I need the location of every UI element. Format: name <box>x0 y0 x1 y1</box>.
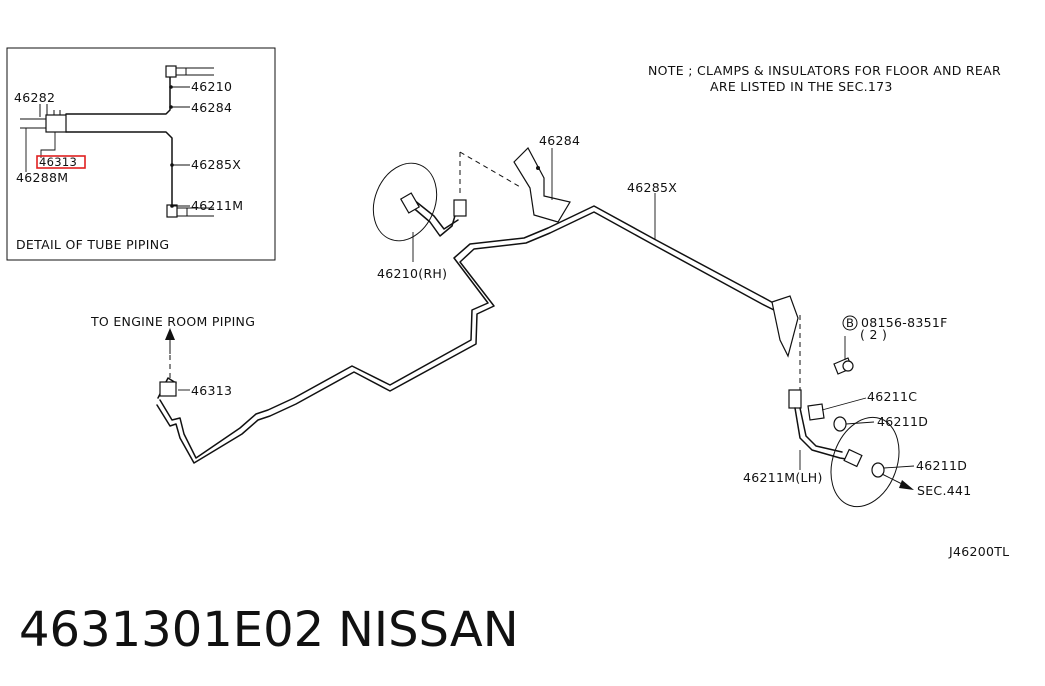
lh-wheel-outline <box>830 416 900 508</box>
detail-label-46211m: 46211M <box>191 198 243 213</box>
label-46285x: 46285X <box>627 180 677 195</box>
detail-label-46210: 46210 <box>191 79 232 94</box>
label-46284: 46284 <box>539 133 580 148</box>
arrow-right-icon <box>899 480 914 490</box>
junction-46313-block <box>159 381 177 397</box>
label-08156-8351f: 08156-8351F <box>861 315 948 330</box>
label-46211c: 46211C <box>867 389 917 404</box>
detail-box-frame <box>6 47 276 261</box>
diagram-code: J46200TL <box>948 544 1009 559</box>
note-line-1: NOTE ; CLAMPS & INSULATORS FOR FLOOR AND… <box>648 63 1001 78</box>
highlight-box-46313 <box>36 155 86 169</box>
label-bolt-qty: ( 2 ) <box>860 327 887 342</box>
lh-hose-fitting-top <box>788 389 802 409</box>
detail-label-46285x: 46285X <box>191 157 241 172</box>
rh-wheel-assembly <box>372 151 523 262</box>
detail-label-46282: 46282 <box>14 90 55 105</box>
detail-label-46313: 46313 <box>39 155 77 169</box>
note-line-2: ARE LISTED IN THE SEC.173 <box>710 79 893 94</box>
detail-tube-branch <box>65 76 173 206</box>
label-46313: 46313 <box>191 383 232 398</box>
bolt-callout-circle <box>842 315 858 331</box>
detail-box-title: DETAIL OF TUBE PIPING <box>16 237 169 252</box>
junction-46313 <box>157 328 190 399</box>
label-46210rh: 46210(RH) <box>377 266 447 281</box>
footer-brand: NISSAN <box>338 602 519 658</box>
bolt-callout-letter: B <box>846 316 854 330</box>
main-brake-tube <box>156 205 797 464</box>
bracket-46284 <box>513 147 571 223</box>
rh-tube-fitting <box>453 199 467 217</box>
label-46211d-lower: 46211D <box>916 458 967 473</box>
label-sec441: SEC.441 <box>917 483 972 498</box>
clip-bracket-lh <box>771 295 799 358</box>
rh-wheel-outline <box>372 162 438 242</box>
detail-label-46288m: 46288M <box>16 170 68 185</box>
label-46211d-upper: 46211D <box>877 414 928 429</box>
lh-hose-fitting-end <box>843 448 863 468</box>
detail-label-46284: 46284 <box>191 100 232 115</box>
detail-top-fitting <box>165 65 177 78</box>
tube-piping-detail-box: 46282 46210 46284 46313 46285X 46288M 46… <box>6 47 276 261</box>
detail-junction-block <box>45 114 67 133</box>
detail-tube-left <box>20 118 46 129</box>
footer-part-number: 4631301E02 <box>19 602 324 658</box>
label-46211m-lh: 46211M(LH) <box>743 470 823 485</box>
arrow-up-icon <box>165 328 175 340</box>
lh-wheel-assembly <box>771 295 915 508</box>
rh-hose-fitting <box>399 192 421 214</box>
label-to-engine-room-piping: TO ENGINE ROOM PIPING <box>90 314 255 329</box>
